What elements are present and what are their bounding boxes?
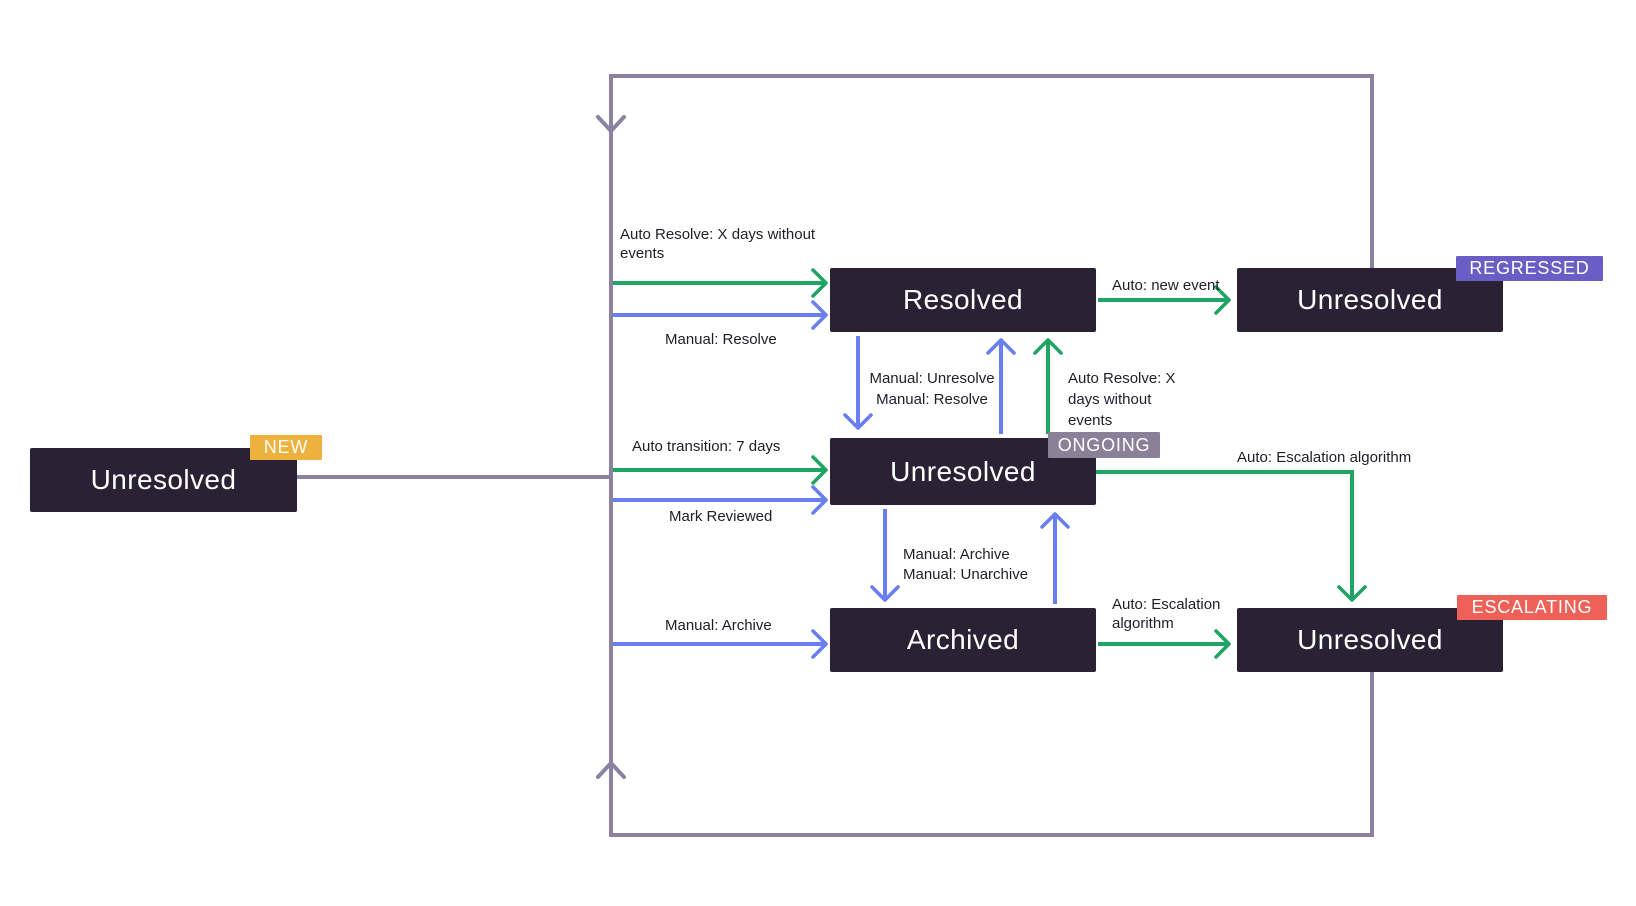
state-box-archived: Archived (830, 608, 1096, 672)
badge-new: NEW (250, 435, 322, 460)
state-box-resolved: Resolved (830, 268, 1096, 332)
edge-label-manual-unresolve-resolve: Manual: Unresolve Manual: Resolve (869, 370, 995, 408)
state-label: Unresolved (1297, 624, 1443, 655)
edge-label-auto-escalation-from-ongoing: Auto: Escalation algorithm (1237, 449, 1412, 466)
badge-escalating: ESCALATING (1457, 595, 1607, 620)
state-label: Archived (906, 624, 1020, 655)
edge-label-auto-resolve-to-resolved: Auto Resolve: X days without events (620, 226, 816, 262)
edge-label-auto-escalation-from-archived: Auto: Escalation algorithm (1112, 596, 1221, 632)
loop-up-arrowhead-icon (596, 761, 626, 779)
loop-down-arrowhead-icon (596, 115, 626, 133)
edge-label-auto-transition: Auto transition: 7 days (632, 438, 781, 455)
edge-label-mark-reviewed: Mark Reviewed (669, 508, 773, 525)
state-label: Unresolved (890, 455, 1036, 487)
edge-label-auto-new-event: Auto: new event (1112, 277, 1220, 294)
state-label: Resolved (903, 284, 1023, 315)
state-box-unresolved-new: Unresolved (30, 448, 297, 512)
edge-label-manual-resolve-to-resolved: Manual: Resolve (665, 331, 777, 348)
edge-auto-escalation-ongoing-to-escalating (1096, 470, 1367, 602)
loop-line (609, 74, 1374, 837)
state-label: Unresolved (1297, 284, 1443, 315)
badge-ongoing: ONGOING (1048, 432, 1160, 458)
state-label: Unresolved (90, 464, 237, 495)
edge-label-auto-resolve-from-ongoing: Auto Resolve: X days without events (1068, 370, 1176, 429)
edge-label-manual-archive-unarchive: Manual: Archive Manual: Unarchive (903, 546, 1029, 583)
edge-label-manual-archive-from-new: Manual: Archive (665, 617, 772, 634)
badge-regressed: REGRESSED (1456, 256, 1603, 281)
